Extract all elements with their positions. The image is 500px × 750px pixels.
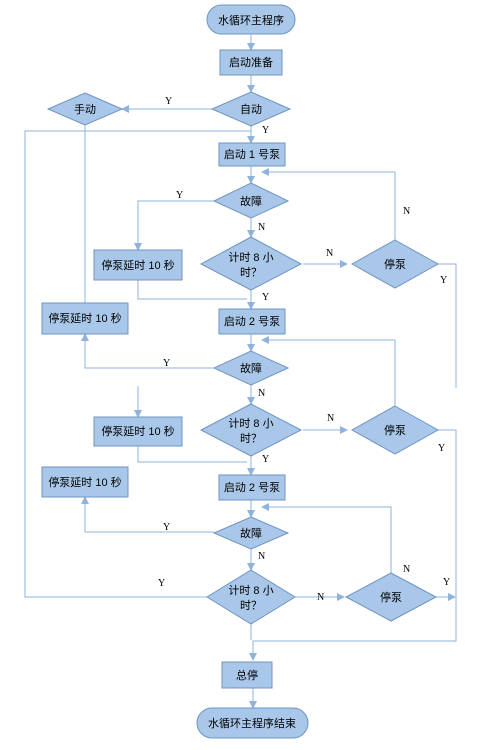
node-delay-left-2: 停泵延时 10 秒: [41, 466, 129, 498]
label-stop2-yes: Y: [438, 443, 445, 454]
label-stop1-yes: Y: [440, 275, 447, 286]
edge-labels: Y Y Y N N N Y Y Y N N Y Y Y N N Y Y N: [158, 96, 450, 603]
label-timer1-yes: Y: [262, 292, 269, 303]
svg-text:停泵延时 10 秒: 停泵延时 10 秒: [48, 311, 121, 325]
svg-text:计时 8 小: 计时 8 小: [228, 584, 273, 597]
node-stop-2-decision: 停泵: [350, 405, 440, 455]
node-start-pump-2b: 启动 2 号泵: [218, 474, 286, 501]
label-fault2-no: N: [258, 388, 265, 399]
svg-text:启动准备: 启动准备: [229, 55, 273, 69]
svg-text:停泵: 停泵: [384, 257, 406, 271]
label-stop1-no: N: [403, 206, 410, 217]
svg-text:故障: 故障: [240, 361, 262, 375]
label-timer1-no: N: [326, 248, 333, 259]
node-timer-3-decision: 计时 8 小 时？: [206, 569, 296, 625]
svg-text:水循环主程序: 水循环主程序: [218, 13, 284, 27]
node-fault-2-decision: 故障: [212, 350, 290, 386]
node-delay-left-1: 停泵延时 10 秒: [41, 302, 129, 335]
svg-text:停泵延时 10 秒: 停泵延时 10 秒: [101, 258, 174, 272]
node-fault-3-decision: 故障: [212, 516, 290, 550]
node-start-pump-2a: 启动 2 号泵: [218, 308, 286, 335]
node-timer-1-decision: 计时 8 小 时？: [199, 236, 303, 291]
svg-text:启动 2 号泵: 启动 2 号泵: [224, 481, 280, 494]
svg-text:水循环主程序结束: 水循环主程序结束: [208, 716, 296, 730]
label-timer2-yes: Y: [262, 454, 269, 465]
label-timer3-yes-left: Y: [158, 578, 165, 589]
node-stop-3-decision: 停泵: [344, 572, 438, 622]
label-fault3-yes: Y: [163, 522, 170, 533]
connectors: [24, 35, 457, 709]
label-stop3-yes: Y: [443, 577, 450, 588]
label-stop3-no: N: [403, 564, 410, 575]
label-timer3-no: N: [317, 592, 324, 603]
node-start-pump-1: 启动 1 号泵: [218, 142, 286, 167]
svg-text:启动 2 号泵: 启动 2 号泵: [224, 315, 280, 328]
node-stop-1-decision: 停泵: [350, 239, 440, 289]
svg-text:故障: 故障: [240, 194, 262, 208]
svg-text:总停: 总停: [236, 668, 258, 682]
label-auto-yes-down: Y: [262, 125, 269, 136]
node-timer-2-decision: 计时 8 小 时？: [199, 403, 303, 457]
svg-text:时？: 时？: [240, 266, 262, 279]
node-prep: 启动准备: [219, 49, 283, 76]
svg-text:时？: 时？: [240, 599, 262, 612]
svg-text:停泵: 停泵: [380, 590, 402, 604]
svg-text:停泵: 停泵: [384, 423, 406, 437]
node-all-stop: 总停: [221, 661, 273, 689]
node-auto-decision: 自动: [210, 91, 292, 127]
svg-text:手动: 手动: [74, 102, 96, 116]
node-fault-1-decision: 故障: [212, 182, 290, 219]
label-fault2-yes: Y: [163, 358, 170, 369]
svg-text:计时 8 小: 计时 8 小: [228, 251, 273, 264]
svg-text:停泵延时 10 秒: 停泵延时 10 秒: [48, 475, 121, 489]
node-delay-2: 停泵延时 10 秒: [93, 416, 183, 447]
svg-text:自动: 自动: [240, 103, 262, 116]
node-end: 水循环主程序结束: [196, 707, 309, 739]
svg-text:计时 8 小: 计时 8 小: [228, 417, 273, 430]
label-auto-yes-manual: Y: [165, 96, 172, 107]
node-start: 水循环主程序: [206, 4, 296, 35]
node-delay-1: 停泵延时 10 秒: [93, 249, 183, 281]
label-fault1-no: N: [258, 222, 265, 233]
svg-text:停泵延时 10 秒: 停泵延时 10 秒: [101, 424, 174, 438]
svg-text:故障: 故障: [240, 526, 262, 540]
label-timer2-no: N: [327, 413, 334, 424]
node-manual-decision: 手动: [46, 92, 124, 126]
label-fault1-yes: Y: [176, 190, 183, 201]
svg-text:启动 1 号泵: 启动 1 号泵: [224, 148, 280, 161]
label-fault3-no: N: [258, 551, 265, 562]
svg-text:时？: 时？: [240, 432, 262, 445]
